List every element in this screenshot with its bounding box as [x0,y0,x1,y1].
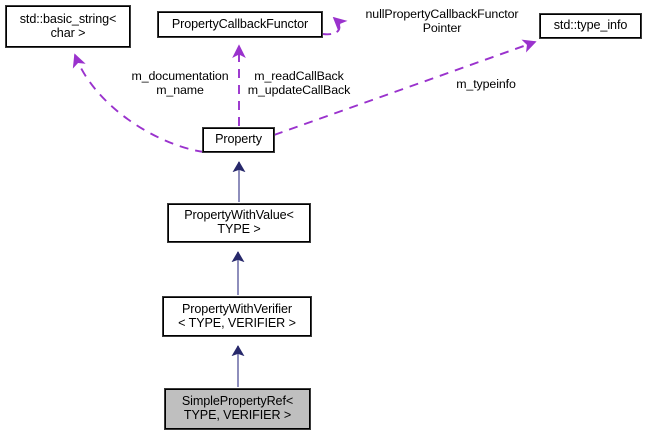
edge-property-to-type-info [273,39,537,136]
node-std-basic-string[interactable]: std::basic_string< char > [5,5,131,48]
edge-label-m-typeinfo: m_typeinfo [456,77,516,91]
edge-property-callback-functor-self [322,16,348,36]
node-property-with-verifier[interactable]: PropertyWithVerifier < TYPE, VERIFIER > [162,296,312,337]
node-property-with-value[interactable]: PropertyWithValue< TYPE > [167,203,311,243]
node-property[interactable]: Property [202,127,275,153]
edge-property-to-basic-string [72,53,205,153]
edge-label-m-readcallback-m-updatecallback: m_readCallBack m_updateCallBack [247,69,351,97]
node-simple-property-ref[interactable]: SimplePropertyRef< TYPE, VERIFIER > [164,388,311,430]
edge-label-null-property-callback-functor-pointer: nullPropertyCallbackFunctor Pointer [365,7,519,35]
node-std-type-info[interactable]: std::type_info [539,13,642,39]
node-property-callback-functor[interactable]: PropertyCallbackFunctor [157,11,323,38]
edge-label-m-documentation-m-name: m_documentation m_name [131,69,229,97]
